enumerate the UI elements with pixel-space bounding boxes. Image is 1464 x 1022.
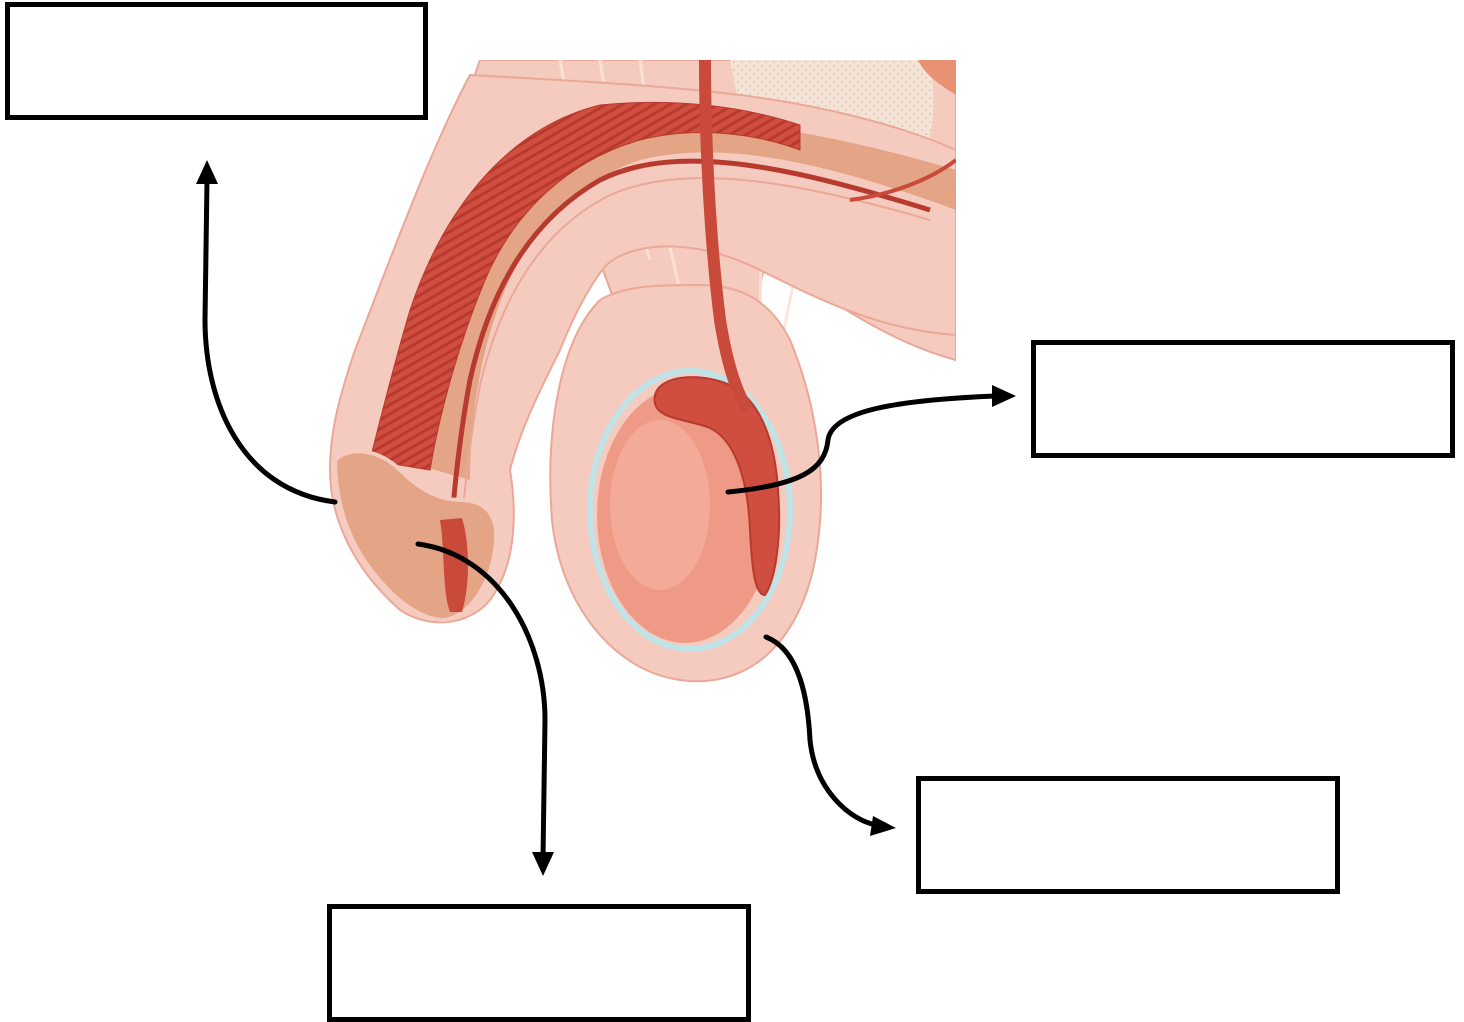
arrowhead-top-left — [196, 160, 218, 184]
label-box-top-left[interactable] — [5, 2, 428, 120]
testis-highlight — [610, 420, 710, 590]
label-box-right[interactable] — [1031, 340, 1455, 458]
arrowhead-bottom — [532, 852, 554, 876]
arrow-glans-to-top-left — [205, 180, 335, 502]
arrow-scrotum-to-bottom-right — [766, 637, 876, 825]
label-box-bottom-right[interactable] — [916, 776, 1340, 894]
illustration — [330, 60, 956, 681]
arrowhead-bottom-right — [870, 816, 896, 836]
label-box-bottom[interactable] — [327, 904, 751, 1022]
arrowhead-right — [992, 385, 1016, 407]
